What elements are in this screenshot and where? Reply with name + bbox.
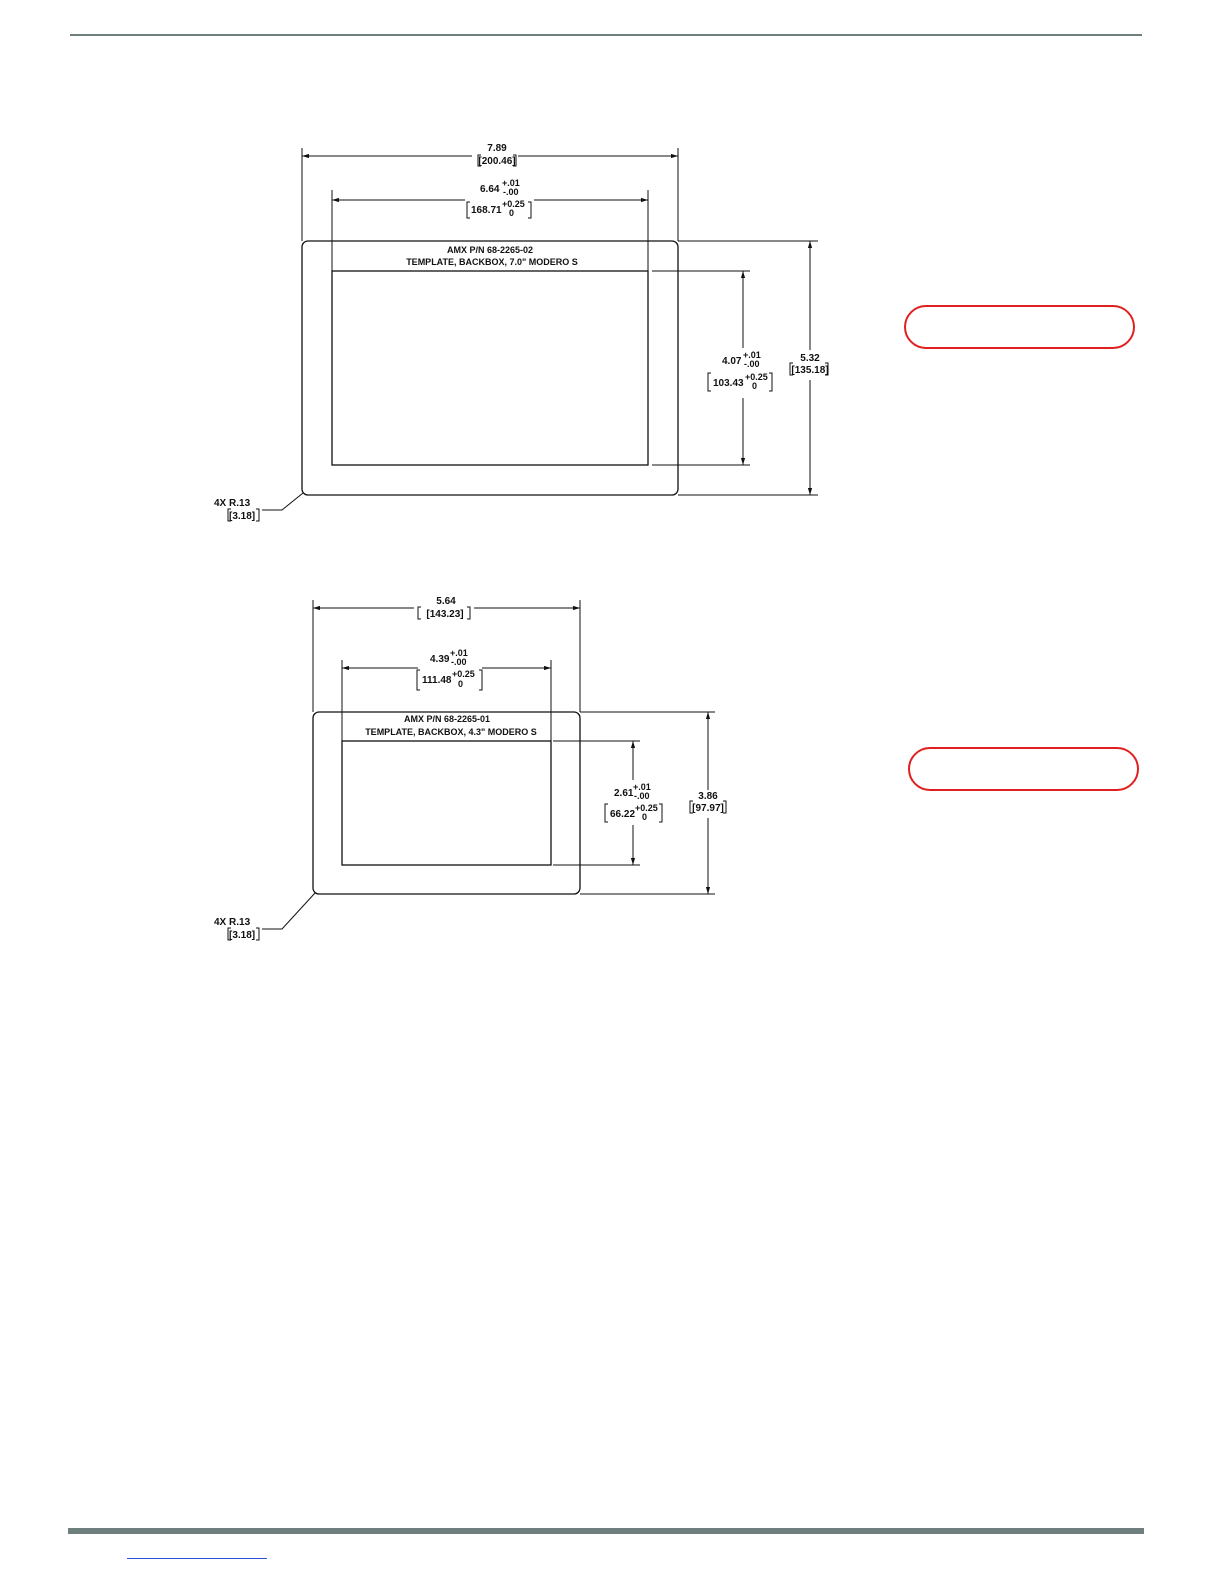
drawing-4in-labels: AMX P/N 68-2265-01 TEMPLATE, BACKBOX, 4.… — [214, 596, 724, 941]
cutout-width-4in: 4.39 — [430, 654, 450, 665]
description-7in: TEMPLATE, BACKBOX, 7.0" MODERO S — [406, 257, 578, 267]
footer-link-underline[interactable] — [127, 1558, 267, 1559]
corner-radius-mm-7in: [3.18] — [229, 511, 255, 522]
cutout-height-mm-4in: 66.22 — [610, 809, 635, 820]
drawing-4in — [227, 600, 727, 941]
header-rule — [70, 34, 1142, 36]
tol-minus-mm-h-4in: 0 — [642, 812, 647, 822]
part-number-7in: AMX P/N 68-2265-02 — [447, 245, 533, 255]
description-4in: TEMPLATE, BACKBOX, 4.3" MODERO S — [365, 727, 537, 737]
tol-plus-in-h-4in: +.01 — [633, 782, 651, 792]
tol-minus-mm-4in: 0 — [458, 679, 463, 689]
overall-width-mm-4in: [143.23] — [426, 609, 463, 620]
overall-width-mm-7in: [200.46] — [478, 156, 515, 167]
overall-height-4in: 3.86 — [698, 791, 718, 802]
overall-height-mm-4in: [97.97] — [692, 803, 724, 814]
tol-minus-in-h-4in: -.00 — [634, 791, 650, 801]
part-number-4in: AMX P/N 68-2265-01 — [404, 714, 490, 724]
tol-minus-mm-h-7in: 0 — [752, 381, 757, 391]
cutout-width-7in: 6.64 — [480, 184, 500, 195]
drawing-7in-labels: AMX P/N 68-2265-02 TEMPLATE, BACKBOX, 7.… — [214, 143, 829, 522]
outer-template-4in — [312, 711, 581, 895]
cutout-7in — [331, 270, 649, 466]
overall-width-7in: 7.89 — [487, 143, 507, 154]
tol-minus-in-4in: -.00 — [451, 657, 467, 667]
cutout-width-mm-7in: 168.71 — [471, 205, 502, 216]
overall-height-mm-7in: [135.18] — [791, 365, 828, 376]
callout-4in — [908, 747, 1139, 791]
cutout-height-4in: 2.61 — [614, 788, 634, 799]
overall-width-4in: 5.64 — [436, 596, 456, 607]
drawing-7in — [227, 148, 829, 522]
cutout-width-mm-4in: 111.48 — [422, 675, 452, 686]
corner-radius-4in: 4X R.13 — [214, 917, 251, 928]
outer-template-7in — [301, 240, 679, 496]
corner-radius-mm-4in: [3.18] — [229, 930, 255, 941]
cutout-height-mm-7in: 103.43 — [713, 378, 744, 389]
corner-radius-7in: 4X R.13 — [214, 498, 251, 509]
footer-rule — [68, 1528, 1144, 1534]
cutout-4in — [341, 740, 552, 866]
tol-plus-in-4in: +.01 — [450, 648, 468, 658]
tol-plus-in-7in: +.01 — [502, 178, 520, 188]
tol-plus-mm-h-4in: +0.25 — [635, 803, 658, 813]
tol-plus-mm-h-7in: +0.25 — [745, 372, 768, 382]
tol-plus-in-h-7in: +.01 — [743, 350, 761, 360]
tol-minus-in-h-7in: -.00 — [744, 359, 760, 369]
tol-minus-mm-7in: 0 — [509, 208, 514, 218]
tol-plus-mm-7in: +0.25 — [502, 199, 525, 209]
tol-minus-in-7in: -.00 — [503, 187, 519, 197]
callout-7in — [904, 305, 1135, 349]
cutout-height-7in: 4.07 — [722, 356, 742, 367]
tol-plus-mm-4in: +0.25 — [452, 669, 475, 679]
overall-height-7in: 5.32 — [800, 353, 820, 364]
